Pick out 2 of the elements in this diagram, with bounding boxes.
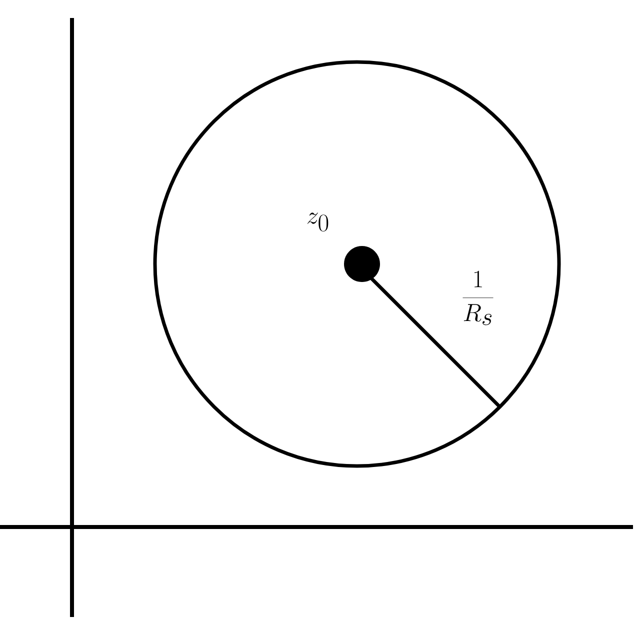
math-label: $\frac{1}{R_s}$: [462, 270, 494, 326]
math-label: $z_0$: [307, 212, 328, 232]
